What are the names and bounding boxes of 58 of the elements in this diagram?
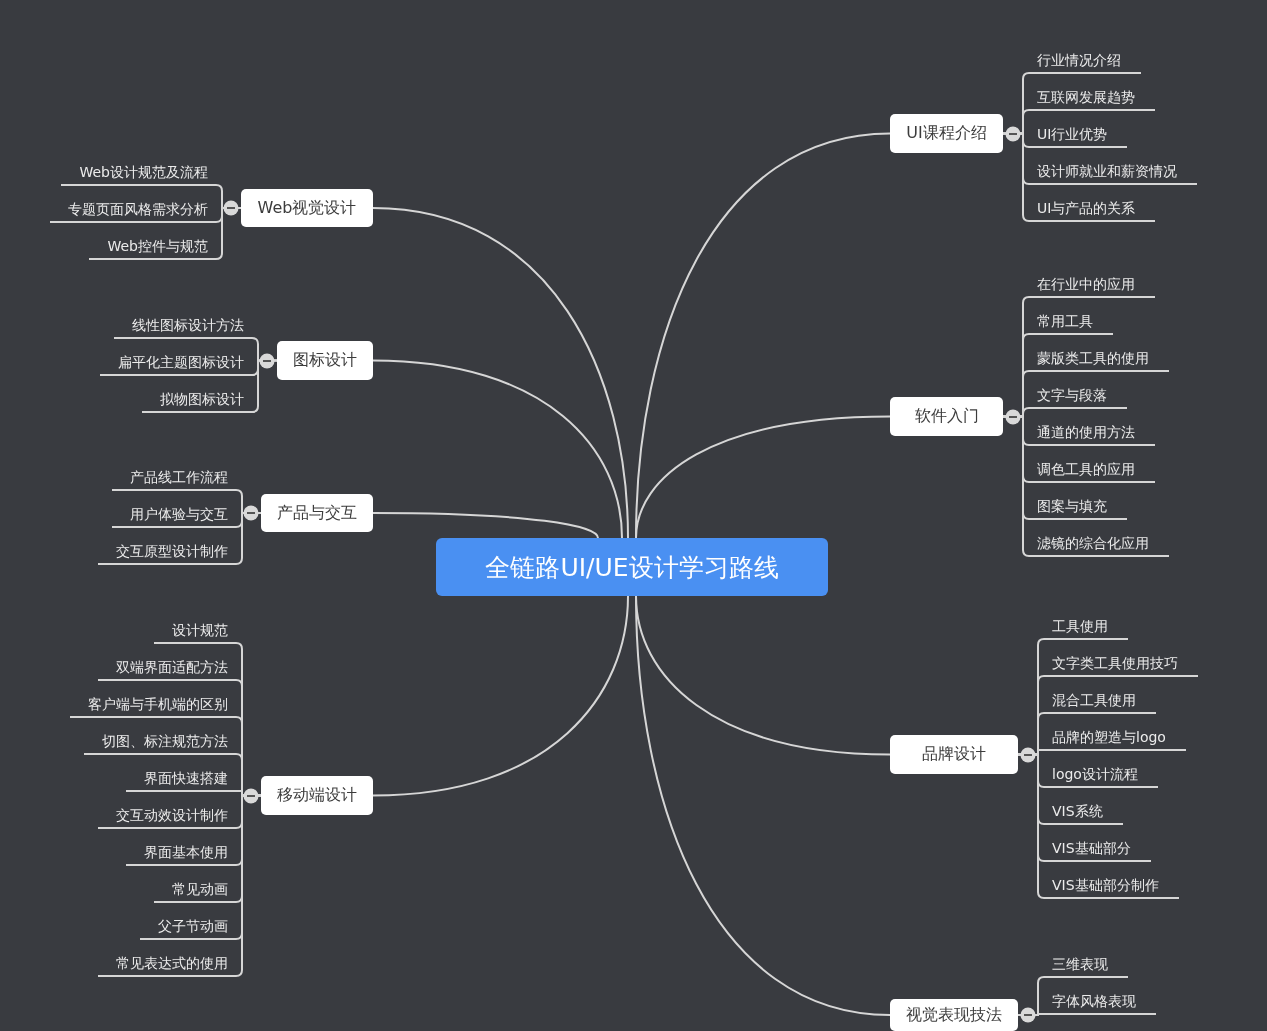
connector-line xyxy=(372,359,623,539)
subtopic-label: VIS基础部分制作 xyxy=(1044,876,1179,899)
connector-line xyxy=(372,595,629,797)
subtopic-label: 线性图标设计方法 xyxy=(114,316,252,339)
central-topic-box: 全链路UI/UE设计学习路线 xyxy=(436,538,828,596)
subtopic-label: 交互原型设计制作 xyxy=(98,542,236,565)
subtopic-label: 常用工具 xyxy=(1029,312,1113,335)
subtopic-label: 文字与段落 xyxy=(1029,386,1127,409)
subtopic-label: 界面快速搭建 xyxy=(126,769,236,792)
subtopic-label: Web控件与规范 xyxy=(89,237,216,260)
topic-box: 图标设计 xyxy=(277,341,373,380)
subtopic-label: UI行业优势 xyxy=(1029,125,1128,148)
subtopic-label: VIS基础部分 xyxy=(1044,839,1151,862)
topic-box: Web视觉设计 xyxy=(241,189,373,227)
subtopic-label: 常见动画 xyxy=(154,880,236,903)
subtopic-label: 切图、标注规范方法 xyxy=(84,732,236,755)
subtopic-label: 三维表现 xyxy=(1044,955,1128,978)
subtopic-label: 互联网发展趋势 xyxy=(1029,88,1155,111)
subtopic-label: 字体风格表现 xyxy=(1044,992,1156,1015)
subtopic-label: Web设计规范及流程 xyxy=(61,163,216,186)
subtopic-label: logo设计流程 xyxy=(1044,765,1158,788)
subtopic-label: UI与产品的关系 xyxy=(1029,199,1156,222)
subtopic-label: VIS系统 xyxy=(1044,802,1123,825)
subtopic-label: 行业情况介绍 xyxy=(1029,51,1141,74)
subtopic-label: 通道的使用方法 xyxy=(1029,423,1155,446)
subtopic-label: 专题页面风格需求分析 xyxy=(50,200,216,223)
subtopic-label: 工具使用 xyxy=(1044,617,1128,640)
topic-box: 产品与交互 xyxy=(261,494,373,532)
subtopic-label: 扁平化主题图标设计 xyxy=(100,353,252,376)
connector-line xyxy=(635,415,891,539)
topic-box: 软件入门 xyxy=(890,397,1003,436)
connector-line xyxy=(372,512,599,539)
subtopic-label: 蒙版类工具的使用 xyxy=(1029,349,1169,372)
connector-line xyxy=(635,595,891,1016)
subtopic-label: 产品线工作流程 xyxy=(112,468,236,491)
subtopic-label: 混合工具使用 xyxy=(1044,691,1156,714)
subtopic-label: 用户体验与交互 xyxy=(112,505,236,528)
subtopic-label: 设计规范 xyxy=(154,621,236,644)
topic-box: 品牌设计 xyxy=(890,735,1018,774)
subtopic-label: 拟物图标设计 xyxy=(142,390,252,413)
subtopic-label: 调色工具的应用 xyxy=(1029,460,1155,483)
subtopic-label: 父子节动画 xyxy=(140,917,236,940)
connector-line xyxy=(372,207,629,539)
topic-box: UI课程介绍 xyxy=(890,114,1003,153)
subtopic-label: 图案与填充 xyxy=(1029,497,1127,520)
subtopic-label: 滤镜的综合化应用 xyxy=(1029,534,1169,557)
subtopic-label: 常见表达式的使用 xyxy=(98,954,236,977)
subtopic-label: 客户端与手机端的区别 xyxy=(70,695,236,718)
subtopic-label: 交互动效设计制作 xyxy=(98,806,236,829)
subtopic-label: 文字类工具使用技巧 xyxy=(1044,654,1198,677)
topic-box: 移动端设计 xyxy=(261,776,373,815)
connector-line xyxy=(251,359,278,413)
subtopic-label: 双端界面适配方法 xyxy=(98,658,236,681)
topic-box: 视觉表现技法 xyxy=(890,999,1018,1031)
subtopic-label: 设计师就业和薪资情况 xyxy=(1029,162,1197,185)
subtopic-label: 在行业中的应用 xyxy=(1029,275,1155,298)
subtopic-label: 品牌的塑造与logo xyxy=(1044,728,1186,751)
subtopic-label: 界面基本使用 xyxy=(126,843,236,866)
